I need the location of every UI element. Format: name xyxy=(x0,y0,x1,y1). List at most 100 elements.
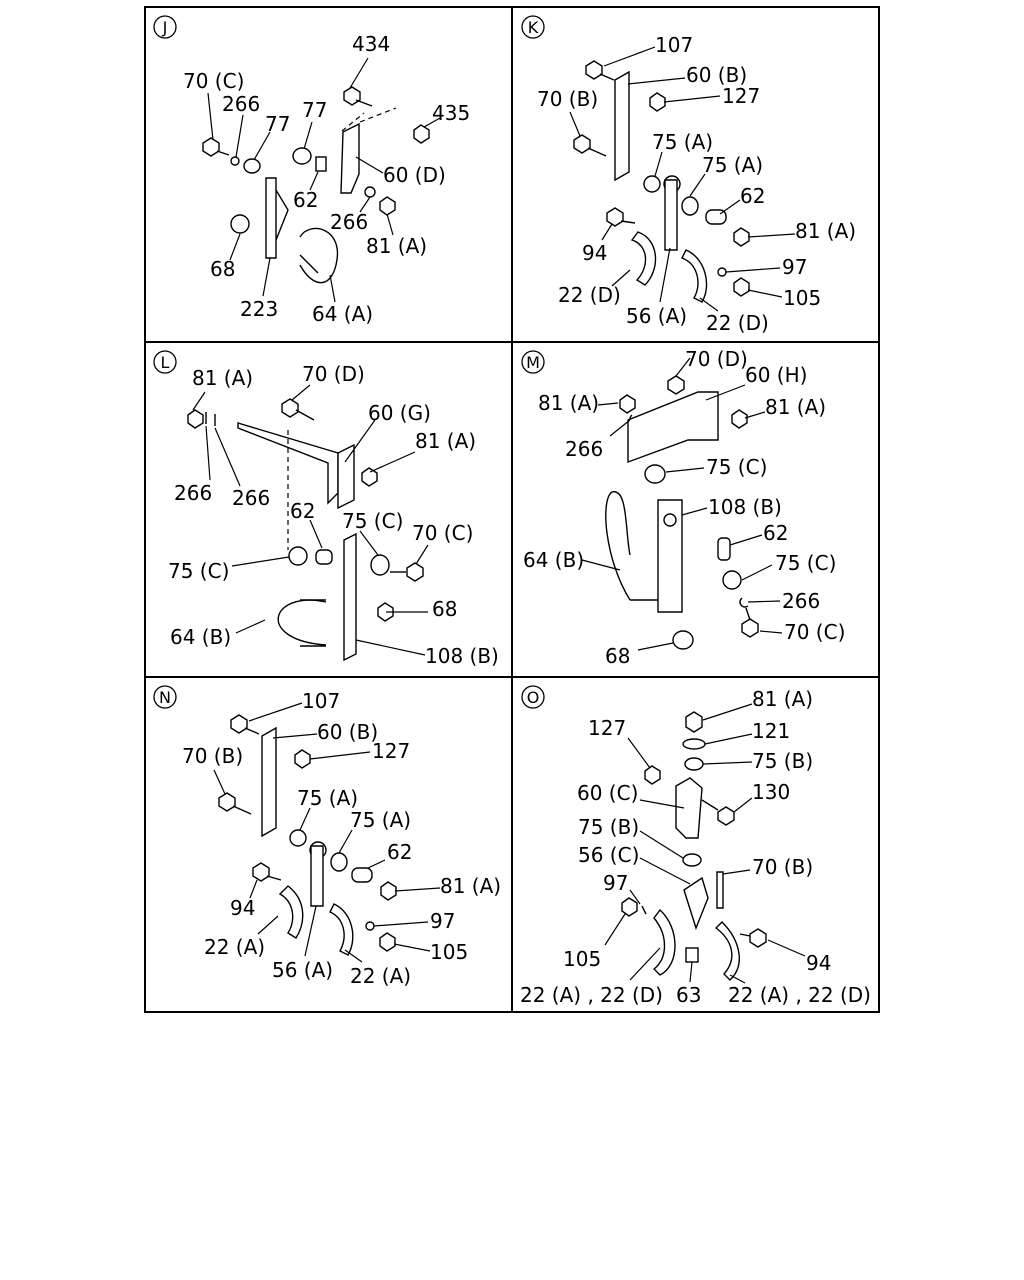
part-label: 62 xyxy=(387,840,412,864)
part-label: 22 (D) xyxy=(558,283,621,307)
part-label: 97 xyxy=(782,255,807,279)
part-label: 434 xyxy=(352,32,390,56)
part-label: 60 (C) xyxy=(577,781,638,805)
part-label: 70 (C) xyxy=(183,69,244,93)
part-label: 60 (H) xyxy=(745,363,807,387)
panel-id: J xyxy=(162,18,168,37)
part-label: 223 xyxy=(240,297,278,321)
part-label: 81 (A) xyxy=(440,874,501,898)
panel-o-parts xyxy=(621,711,767,981)
part-label: 81 (A) xyxy=(538,391,599,415)
part-label: 435 xyxy=(432,101,470,125)
part-label: 62 xyxy=(740,184,765,208)
part-label: 62 xyxy=(293,188,318,212)
part-label: 22 (A) xyxy=(204,935,265,959)
part-label: 77 xyxy=(302,98,327,122)
part-label: 70 (C) xyxy=(784,620,845,644)
part-label: 107 xyxy=(655,33,693,57)
panel-j-labels: 434 70 (C) 266 77 77 435 60 (D) 62 266 8… xyxy=(183,32,470,326)
part-label: 60 (D) xyxy=(383,163,446,187)
part-label: 75 (A) xyxy=(652,130,713,154)
part-label: 64 (B) xyxy=(170,625,231,649)
part-label: 127 xyxy=(722,84,760,108)
part-label: 94 xyxy=(806,951,831,975)
part-label: 105 xyxy=(783,286,821,310)
part-label: 266 xyxy=(782,589,820,613)
panel-n-leaders xyxy=(213,702,441,963)
part-label: 105 xyxy=(563,947,601,971)
part-label: 62 xyxy=(290,499,315,523)
panel-m: M xyxy=(521,347,845,668)
part-label: 108 (B) xyxy=(708,495,782,519)
panel-o: O xyxy=(520,685,871,1007)
part-label: 130 xyxy=(752,780,790,804)
part-label: 266 xyxy=(222,92,260,116)
panel-id: L xyxy=(161,353,170,372)
part-label: 266 xyxy=(232,486,270,510)
panel-id-circle xyxy=(521,685,545,709)
part-label: 75 (A) xyxy=(350,808,411,832)
part-label: 81 (A) xyxy=(765,395,826,419)
part-label: 75 (A) xyxy=(702,153,763,177)
panel-o-leaders xyxy=(604,703,806,984)
part-label: 22 (A) , 22 (D) xyxy=(520,983,663,1007)
part-label: 266 xyxy=(565,437,603,461)
part-label: 81 (A) xyxy=(795,219,856,243)
panel-j-leaders xyxy=(207,57,441,303)
part-label: 127 xyxy=(372,739,410,763)
panel-o-labels: 81 (A) 121 127 75 (B) 60 (C) 130 75 (B) … xyxy=(520,687,871,1007)
part-label: 81 (A) xyxy=(415,429,476,453)
part-label: 60 (B) xyxy=(686,63,747,87)
panel-id: N xyxy=(159,688,171,707)
panel-id-circle xyxy=(521,15,545,39)
part-label: 70 (B) xyxy=(752,855,813,879)
part-label: 60 (G) xyxy=(368,401,431,425)
part-label: 22 (D) xyxy=(706,311,769,335)
part-label: 266 xyxy=(330,210,368,234)
part-label: 56 (C) xyxy=(578,843,639,867)
part-label: 64 (A) xyxy=(312,302,373,326)
part-label: 60 (B) xyxy=(317,720,378,744)
part-label: 266 xyxy=(174,481,212,505)
panel-id-circle xyxy=(153,350,177,374)
panel-j: J xyxy=(153,15,470,326)
panel-j-parts xyxy=(202,86,430,284)
part-label: 63 xyxy=(676,983,701,1007)
part-label: 81 (A) xyxy=(366,234,427,258)
panel-l-parts xyxy=(187,398,424,662)
panel-id-circle xyxy=(153,15,177,39)
part-label: 75 (C) xyxy=(706,455,767,479)
part-label: 81 (A) xyxy=(192,366,253,390)
panel-id: O xyxy=(527,688,540,707)
part-label: 68 xyxy=(432,597,457,621)
part-label: 22 (A) xyxy=(350,964,411,988)
part-label: 70 (B) xyxy=(537,87,598,111)
part-label: 62 xyxy=(763,521,788,545)
part-label: 56 (A) xyxy=(272,958,333,982)
panel-l: L xyxy=(153,350,499,668)
part-label: 75 (B) xyxy=(752,749,813,773)
panel-l-labels: 81 (A) 70 (D) 60 (G) 81 (A) 266 266 62 7… xyxy=(168,362,499,668)
panel-n: N xyxy=(153,685,501,988)
part-label: 127 xyxy=(588,716,626,740)
part-label: 77 xyxy=(265,112,290,136)
part-label: 81 (A) xyxy=(752,687,813,711)
part-label: 64 (B) xyxy=(523,548,584,572)
part-label: 22 (A) , 22 (D) xyxy=(728,983,871,1007)
panel-k-leaders xyxy=(569,46,796,312)
panel-k-parts xyxy=(573,60,750,303)
panel-k-labels: 107 60 (B) 70 (B) 127 75 (A) 75 (A) 62 8… xyxy=(537,33,856,335)
part-label: 68 xyxy=(605,644,630,668)
part-label: 70 (B) xyxy=(182,744,243,768)
part-label: 97 xyxy=(603,871,628,895)
part-label: 75 (A) xyxy=(297,786,358,810)
panel-n-labels: 107 60 (B) 70 (B) 127 75 (A) 75 (A) 62 9… xyxy=(182,689,501,988)
part-label: 94 xyxy=(582,241,607,265)
panel-k: K xyxy=(521,15,856,335)
panel-l-leaders xyxy=(192,384,429,656)
part-label: 105 xyxy=(430,940,468,964)
part-label: 70 (D) xyxy=(302,362,365,386)
part-label: 75 (C) xyxy=(342,509,403,533)
panel-id: K xyxy=(528,18,539,37)
